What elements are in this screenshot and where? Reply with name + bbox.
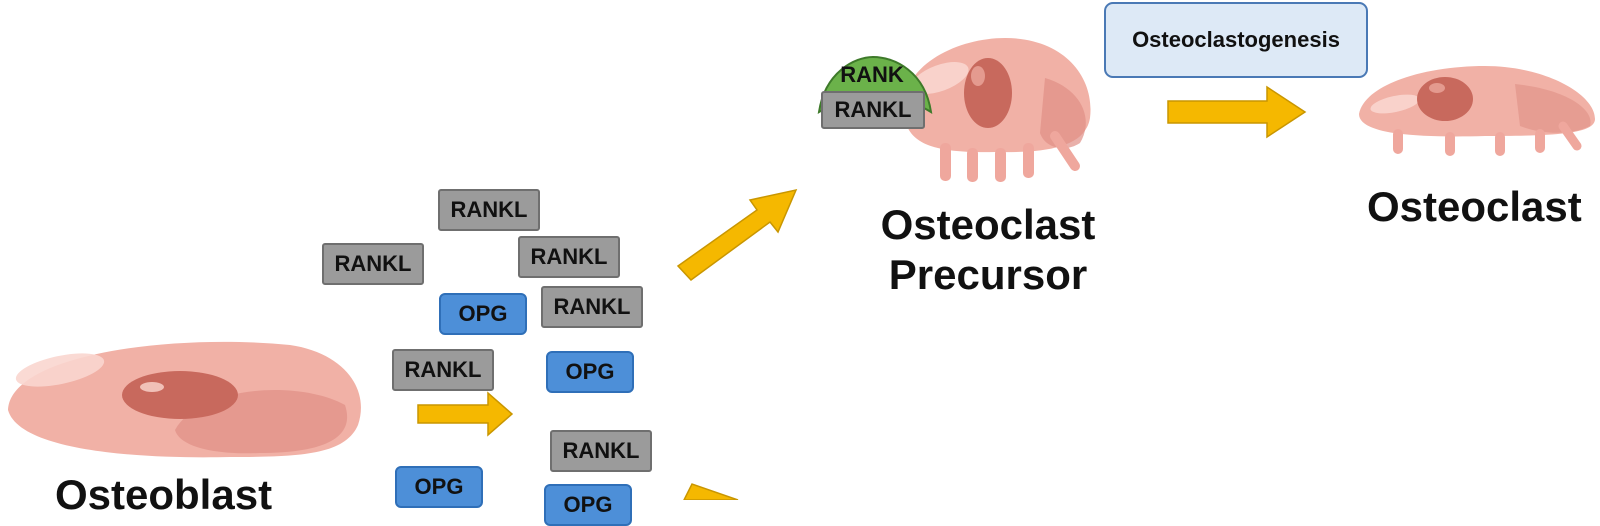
- rank-label: RANK: [840, 62, 904, 87]
- osteoclast-label: Osteoclast: [1367, 183, 1582, 230]
- rankl-box: RANKL: [392, 349, 494, 391]
- arrow-osteoblast-to-molecules: [417, 391, 514, 437]
- arrow-lower-partial: [683, 483, 739, 500]
- osteoclast-precursor-label: Osteoclast Precursor: [868, 200, 1108, 299]
- rankl-box: RANKL: [322, 243, 424, 285]
- precursor-label-line2: Precursor: [888, 250, 1088, 298]
- rankl-box: RANKL: [438, 189, 540, 231]
- osteoblast-cell-image: [8, 341, 361, 458]
- opg-box: OPG: [395, 466, 483, 508]
- complex-rankl-box: RANKL: [821, 91, 925, 129]
- rankl-box: RANKL: [541, 286, 643, 328]
- opg-box: OPG: [546, 351, 634, 393]
- opg-box: OPG: [544, 484, 632, 526]
- rankl-box: RANKL: [550, 430, 652, 472]
- osteoclast-cell-image: [1359, 66, 1595, 156]
- arrow-to-precursor: [676, 188, 798, 282]
- opg-box: OPG: [439, 293, 527, 335]
- osteoblast-label: Osteoblast: [55, 471, 273, 518]
- osteoclastogenesis-label: Osteoclastogenesis: [1104, 2, 1368, 78]
- signaling-diagram: Osteoblast Osteoclast Precursor RANK RAN…: [8, 2, 1595, 526]
- precursor-label-line1: Osteoclast: [880, 201, 1096, 248]
- osteoclast-precursor-cell-image: [903, 38, 1091, 182]
- rankl-box: RANKL: [518, 236, 620, 278]
- arrow-precursor-to-osteoclast: [1167, 85, 1307, 139]
